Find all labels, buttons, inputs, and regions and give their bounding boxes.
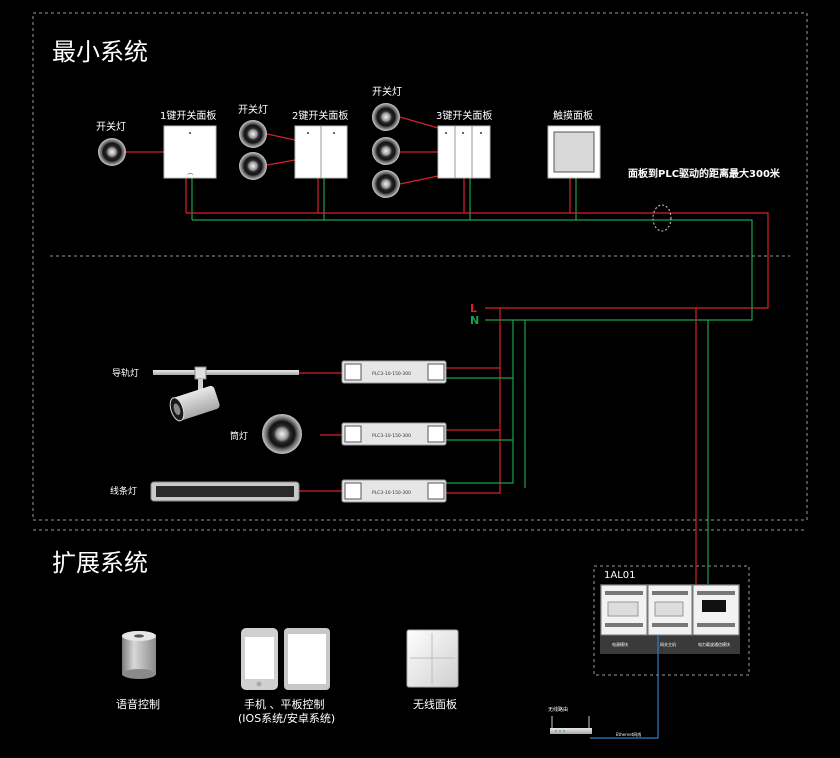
driver-label: PLC3-10-150-300 xyxy=(372,433,411,439)
main-dashed-frame xyxy=(32,12,808,521)
switch-light-1 xyxy=(98,138,126,166)
router-label: 无线路由 xyxy=(548,706,568,713)
plc-driver-1: PLC3-10-150-300 xyxy=(341,360,447,384)
switch-lights: 开关灯 开关灯 开关灯 xyxy=(96,85,402,198)
plc-distance-note: 面板到PLC驱动的距离最大300米 xyxy=(628,167,781,180)
track-light-label: 导轨灯 xyxy=(112,367,139,379)
router-cable-label: Ethernet网线 xyxy=(616,731,641,737)
plc-comm-module xyxy=(692,584,740,636)
power-lines xyxy=(299,307,720,590)
panel-1key-label: 1键开关面板 xyxy=(160,109,216,122)
voice-control-device: 语音控制 xyxy=(116,631,160,711)
driver-label: PLC3-10-150-300 xyxy=(372,490,411,496)
gateway-module xyxy=(647,584,693,636)
plc-driver-2: PLC3-10-150-300 xyxy=(341,422,447,446)
plc-drivers: PLC3-10-150-300 PLC3-10-150-300 PLC3-10-… xyxy=(341,360,447,503)
switch-light-label: 开关灯 xyxy=(96,120,126,133)
switch-light-2 xyxy=(239,120,267,148)
module-caption: 电力载波通信模块 xyxy=(698,641,730,647)
phone-tablet-sublabel: (IOS系统/安卓系统) xyxy=(238,711,335,725)
dashed-frames xyxy=(32,12,808,676)
driver-label: PLC3-10-150-300 xyxy=(372,371,411,377)
panel-touch: 触摸面板 xyxy=(547,109,601,179)
module-caption: 电源模块 xyxy=(612,641,628,647)
strip-light: 线条灯 xyxy=(110,481,300,502)
panel-touch-label: 触摸面板 xyxy=(553,109,593,122)
power-module xyxy=(600,584,648,636)
switch-light-3 xyxy=(239,152,267,180)
section-title-minimal: 最小系统 xyxy=(52,38,148,66)
wireless-panel-device: 无线面板 xyxy=(406,629,459,711)
din-modules: 电源模块 网关主机 电力载波通信模块 xyxy=(600,584,740,654)
panel-2key-label: 2键开关面板 xyxy=(292,109,348,122)
led-icon: ෴ xyxy=(187,169,194,177)
module-box-title: 1AL01 xyxy=(604,570,636,581)
module-caption: 网关主机 xyxy=(660,641,676,647)
panel-3key: 3键开关面板 xyxy=(436,109,492,179)
track-light: 导轨灯 xyxy=(112,366,299,422)
switch-light-label: 开关灯 xyxy=(372,85,402,98)
phone-tablet-label: 手机 、平板控制 xyxy=(244,697,325,711)
switch-light-label: 开关灯 xyxy=(238,103,268,116)
plc-driver-3: PLC3-10-150-300 xyxy=(341,479,447,503)
wireless-panel-label: 无线面板 xyxy=(413,697,457,711)
phone-tablet-device: 手机 、平板控制 (IOS系统/安卓系统) xyxy=(238,628,335,725)
line-N-label: N xyxy=(470,314,479,327)
down-light-label: 筒灯 xyxy=(230,430,248,442)
router: 无线路由 Ethernet网线 xyxy=(548,635,659,739)
switch-light-5 xyxy=(372,137,400,165)
panel-bus-wiring xyxy=(126,116,769,321)
line-L-label: L xyxy=(470,302,477,315)
plc-link-highlight xyxy=(652,204,672,232)
voice-control-label: 语音控制 xyxy=(116,697,160,711)
switch-light-4 xyxy=(372,103,400,131)
section-title-extended: 扩展系统 xyxy=(52,549,148,577)
switch-light-6 xyxy=(372,170,400,198)
panel-1key: 1键开关面板 ෴ xyxy=(160,109,217,179)
panel-3key-label: 3键开关面板 xyxy=(436,109,492,122)
strip-light-label: 线条灯 xyxy=(110,485,137,497)
down-light: 筒灯 xyxy=(230,414,302,454)
panel-2key: 2键开关面板 xyxy=(292,109,348,179)
